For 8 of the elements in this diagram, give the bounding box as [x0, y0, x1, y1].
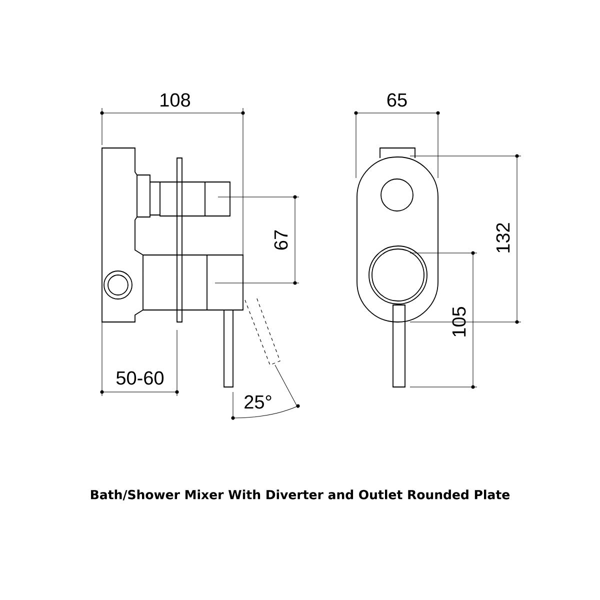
dimension-label: 25° — [244, 395, 272, 409]
dimension-label: 50-60 — [116, 371, 164, 385]
dimension-label: 132 — [496, 223, 510, 252]
dimension-label: 105 — [452, 306, 466, 336]
dimension-label: 65 — [387, 93, 407, 107]
dimension-label: 67 — [274, 230, 288, 250]
dimension-label: 108 — [160, 93, 190, 107]
caption: Bath/Shower Mixer With Diverter and Outlet Rounded Plate — [91, 490, 510, 500]
